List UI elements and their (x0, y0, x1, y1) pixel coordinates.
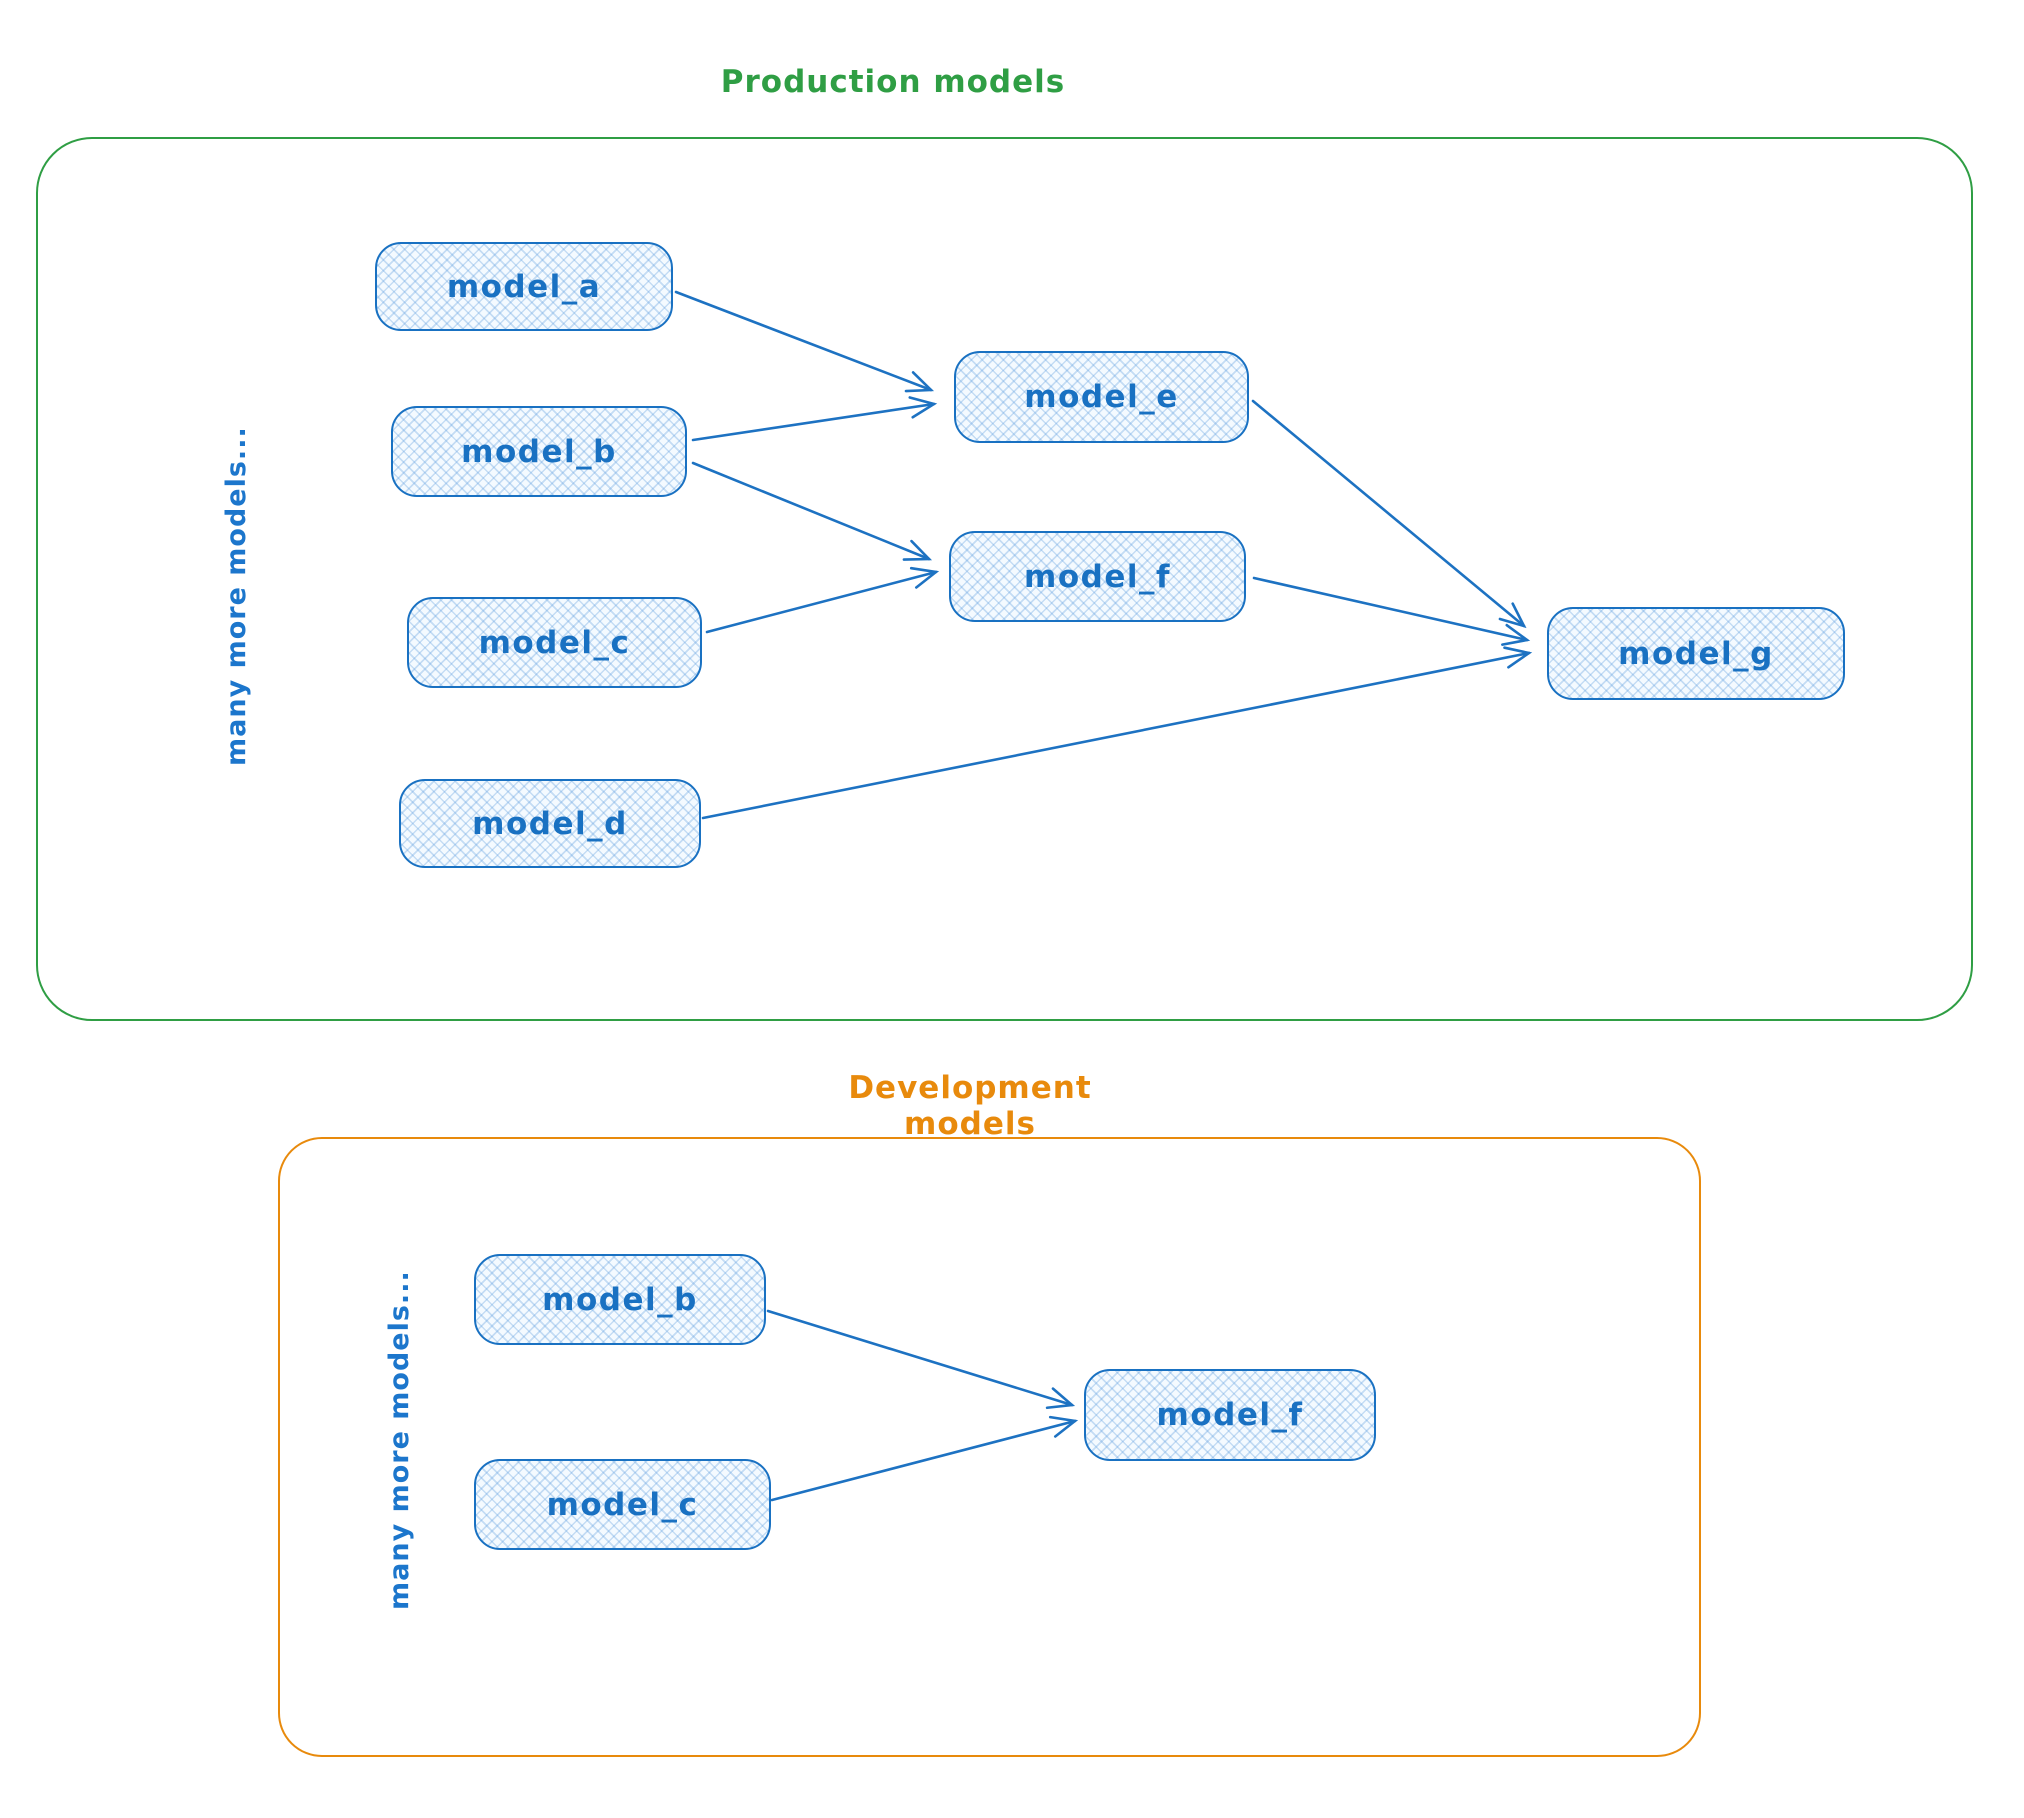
node-production-model_d: model_d (399, 779, 701, 868)
development-frame (278, 1137, 1701, 1757)
node-production-model_b: model_b (391, 406, 687, 497)
node-label: model_c (546, 1486, 699, 1523)
node-label: model_b (542, 1281, 698, 1318)
node-development-model_b: model_b (474, 1254, 766, 1345)
node-label: model_d (472, 805, 628, 842)
node-development-model_f: model_f (1084, 1369, 1376, 1461)
node-development-model_c: model_c (474, 1459, 771, 1550)
node-label: model_a (446, 268, 602, 305)
node-production-model_g: model_g (1547, 607, 1845, 700)
production-frame (36, 137, 1973, 1021)
node-production-model_c: model_c (407, 597, 702, 688)
node-label: model_b (461, 433, 617, 470)
development-side-label: many more models... (384, 1270, 415, 1610)
node-production-model_a: model_a (375, 242, 673, 331)
node-label: model_f (1024, 558, 1171, 595)
node-production-model_f: model_f (949, 531, 1246, 622)
node-label: model_e (1024, 379, 1179, 415)
node-production-model_e: model_e (954, 351, 1249, 443)
node-label: model_c (478, 624, 631, 661)
node-label: model_f (1156, 1397, 1304, 1433)
node-label: model_g (1618, 635, 1774, 672)
development-section-title: Development models (848, 1070, 1092, 1142)
production-section-title: Production models (720, 64, 1066, 100)
production-side-label: many more models... (221, 426, 252, 766)
